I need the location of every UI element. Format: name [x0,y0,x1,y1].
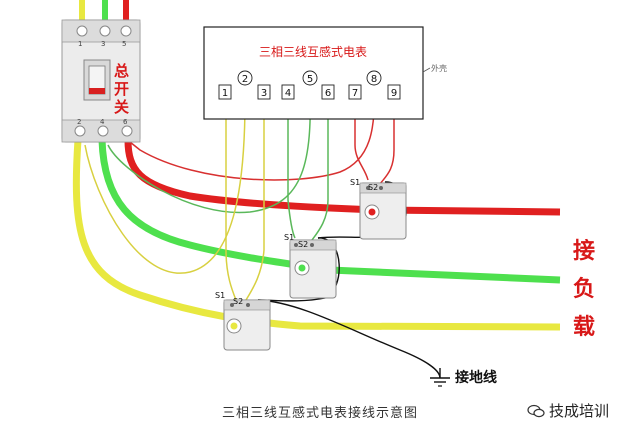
meter-title: 三相三线互感式电表 [259,44,367,59]
diagram-caption: 三相三线互感式电表接线示意图 [221,406,418,421]
ground-icon [430,368,450,387]
meter-housing-label: 外壳 [431,63,447,73]
main-breaker: 1 3 5 2 4 6 [61,19,141,143]
meter-terminal-3: 3 [261,88,267,99]
breaker-terminal-top-5: 5 [122,40,126,48]
breaker-label-char-3: 关 [114,98,129,116]
ct-green-s2-label: S2 [298,240,308,249]
meter-terminal-4: 4 [285,88,291,99]
meter-terminal-5: 5 [307,74,313,85]
breaker-terminal-top-3: 3 [101,40,105,48]
ground-wire [257,299,441,379]
breaker-terminal-bottom-4: 4 [100,118,105,126]
watermark-text: 技成培训 [549,402,610,420]
breaker-label-char-1: 总 [114,62,129,80]
wechat-icon [527,404,545,417]
meter-terminal-7: 7 [352,88,358,99]
ct-red-s2-label: S2 [368,183,378,192]
ct-green-s1-label: S1 [284,233,294,242]
ct-yellow-s2-label: S2 [233,297,243,306]
meter-terminal-8: 8 [371,74,377,85]
meter-terminal-9: 9 [391,88,397,99]
load-label-char-1: 接 [573,239,595,264]
load-label-char-3: 载 [573,314,595,340]
breaker-label-char-2: 开 [114,80,129,98]
ct-red-s1-label: S1 [350,178,360,187]
ground-label: 接地线 [455,369,497,386]
breaker-terminal-bottom-2: 2 [77,118,81,126]
meter-terminal-1: 1 [222,88,228,99]
breaker-terminal-bottom-6: 6 [123,118,128,126]
meter-terminal-6: 6 [325,88,331,99]
current-transformer-green [289,239,337,299]
current-transformer-red [359,182,407,240]
red-phase-wire-out [124,139,561,216]
breaker-terminal-top-1: 1 [78,40,82,48]
watermark: 技成培训 [527,400,609,421]
ct-yellow-s1-label: S1 [215,291,225,300]
current-transformer-yellow [223,299,271,351]
meter-terminal-2: 2 [242,74,248,85]
load-label-char-2: 负 [573,277,595,302]
